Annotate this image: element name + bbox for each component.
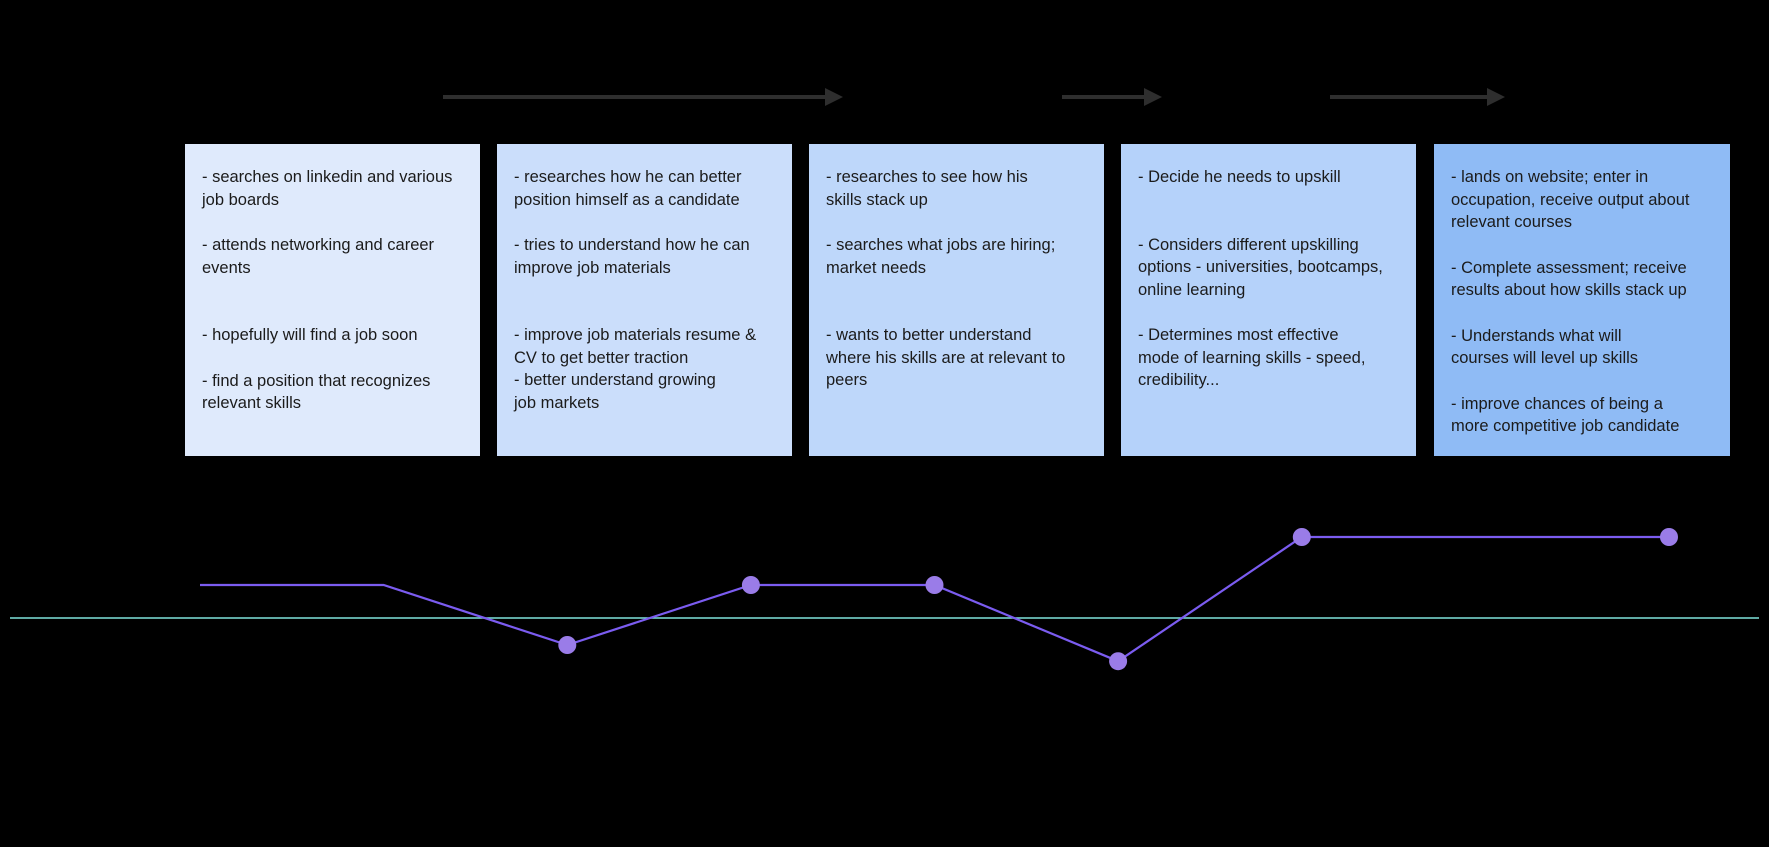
card-5-bullet-2: - Complete assessment; receive results a… [1451,258,1687,300]
chart-data-point[interactable] [558,636,577,654]
card-2-bullet-4: - better understand growing job markets [514,371,716,412]
spacer [826,211,1087,234]
chart-data-point[interactable] [1660,528,1678,546]
chart-series-line [200,535,1669,663]
arrow-stage-3-to-4 [1062,88,1162,106]
card-3-bullet-3: - wants to better understand where his s… [826,326,1066,389]
card-1-bullet-4: - find a position that recognizes releva… [202,371,431,413]
arrow-shaft [1330,95,1489,99]
spacer [514,211,775,234]
arrow-row [0,88,1769,118]
spacer [202,279,463,324]
card-2-bullet-2: - tries to understand how he can improve… [514,236,750,277]
chart-data-point[interactable] [925,576,944,594]
journey-card-5: - lands on website; enter in occupation,… [1434,144,1730,456]
spacer [1451,302,1713,325]
journey-card-1: - searches on linkedin and various job b… [185,144,480,456]
card-3-bullet-1: - researches to see how his skills stack… [826,168,1028,209]
spacer [514,279,775,324]
card-5-bullet-4: - improve chances of being a more compet… [1451,394,1680,436]
chart-data-point[interactable] [1292,528,1311,546]
card-1-bullet-2: - attends networking and career events [202,236,435,277]
arrow-head-icon [1144,88,1162,106]
arrow-head-icon [825,88,843,106]
card-4-bullet-3: - Determines most effective mode of lear… [1138,326,1366,389]
spacer [826,279,1087,324]
arrow-shaft [443,95,827,99]
card-5-bullet-1: - lands on website; enter in occupation,… [1451,168,1690,231]
journey-card-4: - Decide he needs to upskill - Considers… [1121,144,1416,456]
emotion-line-chart [0,470,1769,730]
journey-card-2: - researches how he can better position … [497,144,792,456]
spacer [202,347,463,370]
arrow-shaft [1062,95,1146,99]
card-4-bullet-2: - Considers different upskilling options… [1138,235,1383,299]
chart-data-point[interactable] [741,576,760,594]
spacer [1451,234,1713,257]
card-5-bullet-3: - Understands what will courses will lev… [1451,326,1639,368]
chart-svg [10,528,1759,671]
arrow-stage-4-to-5 [1330,88,1505,106]
journey-card-row: - searches on linkedin and various job b… [0,144,1769,456]
journey-card-3: - researches to see how his skills stack… [809,144,1104,456]
spacer [202,211,463,234]
card-2-bullet-1: - researches how he can better position … [514,168,742,209]
card-3-bullet-2: - searches what jobs are hiring; market … [826,236,1056,277]
card-2-bullet-3: - improve job materials resume & CV to g… [514,326,757,367]
card-4-bullet-1: - Decide he needs to upskill [1138,168,1341,186]
spacer [1138,189,1399,234]
card-1-bullet-1: - searches on linkedin and various job b… [202,168,453,209]
card-1-bullet-3: - hopefully will find a job soon [202,326,418,344]
chart-marker-group [558,528,1678,671]
arrow-head-icon [1487,88,1505,106]
arrow-stage-1-to-2 [443,88,843,106]
spacer [1138,301,1399,324]
chart-data-point[interactable] [1109,652,1128,671]
spacer [1451,370,1713,393]
